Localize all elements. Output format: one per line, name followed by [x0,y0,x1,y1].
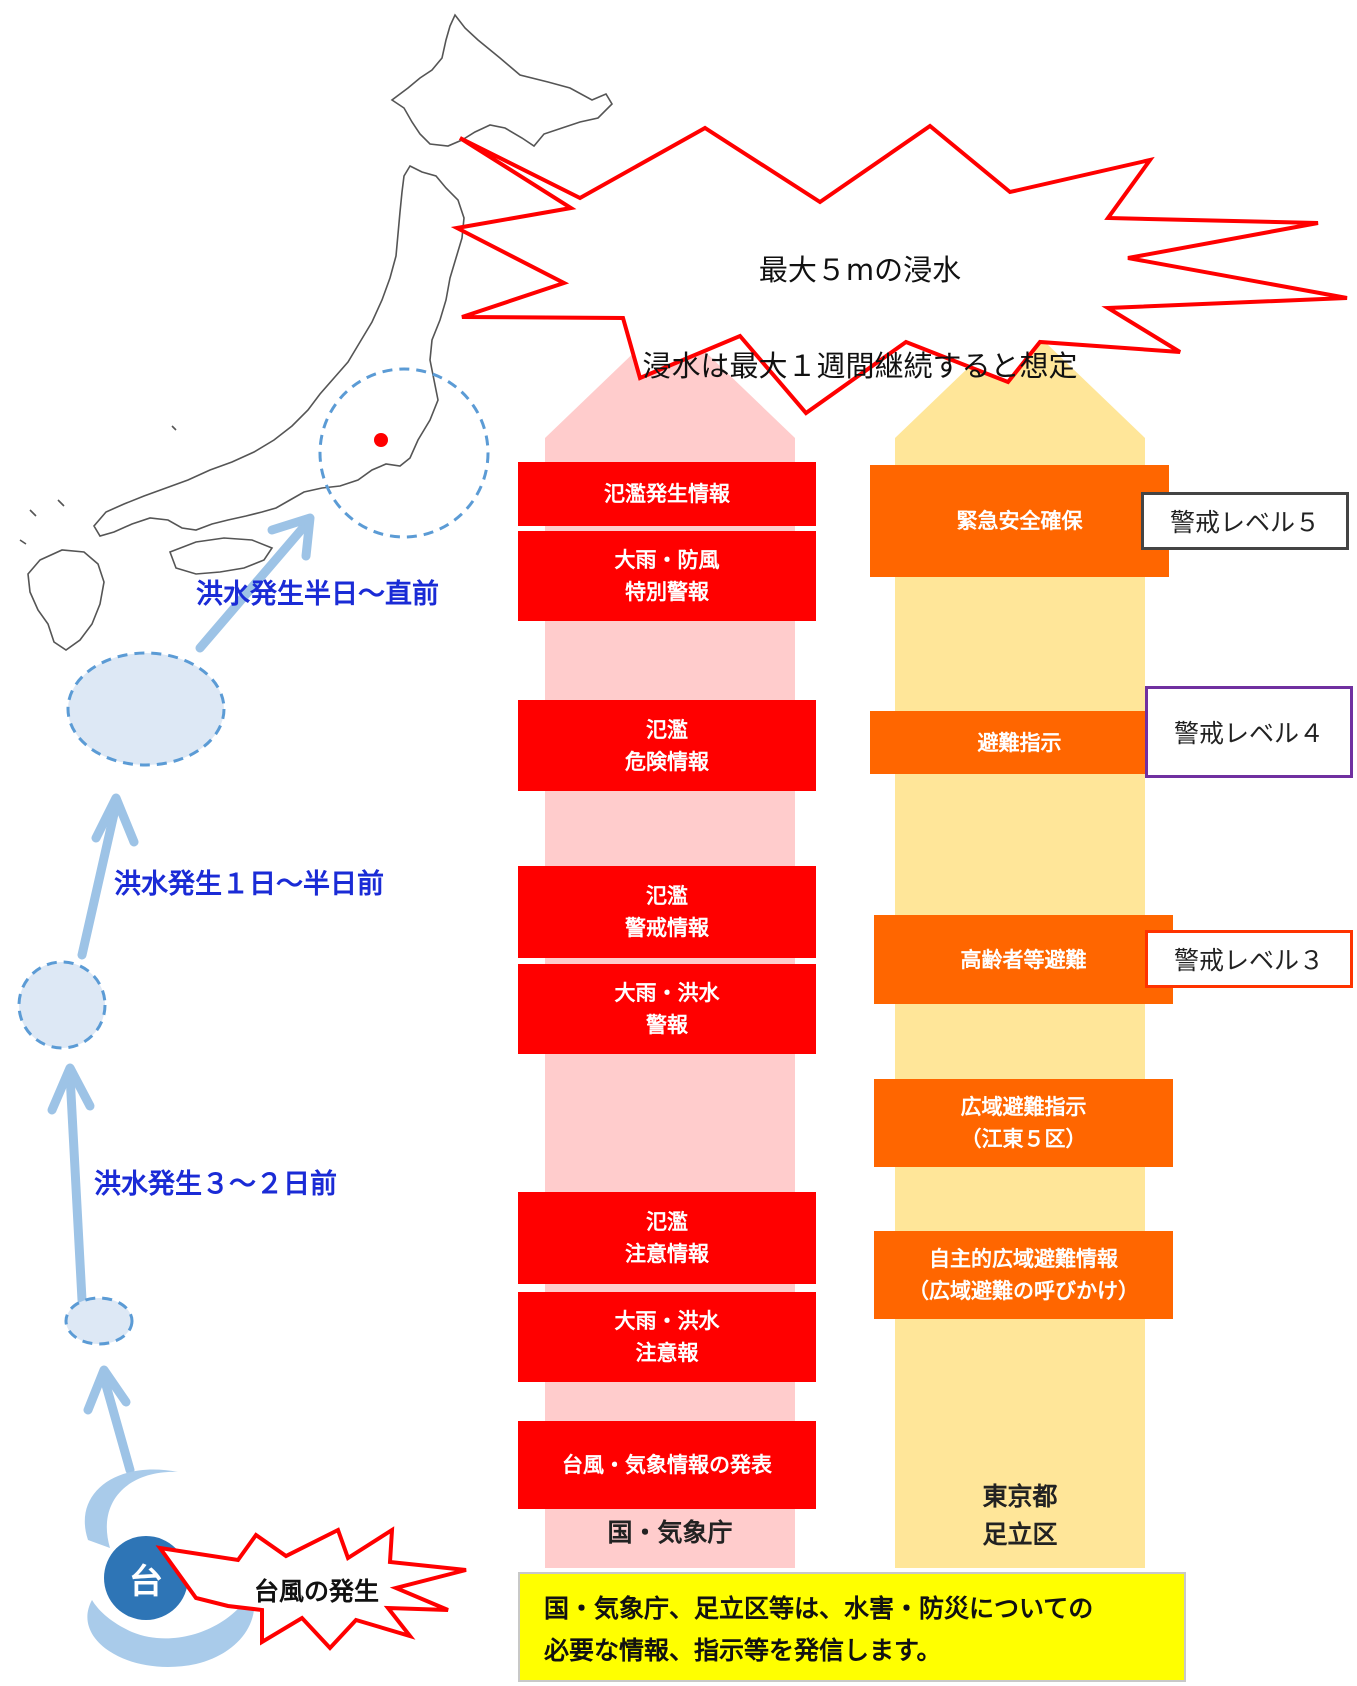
national-column-label: 国・気象庁 [607,1518,733,1547]
typhoon-circle-medium [17,960,107,1050]
national-item-typhoon-info: 台風・気象情報の発表 [518,1421,816,1509]
national-item-special-warning: 大雨・防風 特別警報 [518,531,816,621]
japan-map [19,13,614,651]
national-item-flood-caution-info: 氾濫 注意情報 [518,1192,816,1284]
tokyo-marker [374,433,388,447]
national-item-flood-danger: 氾濫 危険情報 [518,700,816,791]
headline-line1: 最大５mの浸水 [758,253,962,287]
stage-label-one-day: 洪水発生１日～半日前 [114,869,384,900]
national-item-advisory: 大雨・洪水 注意報 [518,1292,816,1382]
honshu-outline [93,164,465,537]
headline-text: 最大５mの浸水 浸水は最大１週間継続すると想定 [600,198,1120,390]
local-item-evacuation-order: 避難指示 [870,711,1169,774]
hokkaido-outline [390,13,614,148]
typhoon-circle-large [66,651,226,767]
headline-starburst [450,123,1348,416]
info-note: 国・気象庁、足立区等は、水害・防災についての 必要な情報、指示等を発信します。 [518,1572,1186,1682]
local-column-label: 東京都 足立区 [982,1482,1058,1549]
typhoon-circle-tokyo [318,367,490,539]
stage-label-half-day: 洪水発生半日～直前 [196,579,439,610]
alert-level-5: 警戒レベル５ [1141,492,1349,550]
local-item-wide-area-order: 広域避難指示 （江東５区） [874,1079,1173,1167]
typhoon-label: 台風の発生 [254,1577,380,1606]
local-item-emergency-safety: 緊急安全確保 [870,465,1169,577]
typhoon-circle-small [64,1296,134,1346]
headline-line2: 浸水は最大１週間継続すると想定 [642,349,1078,383]
kyushu-outline [27,549,105,651]
local-item-voluntary-wide-area: 自主的広域避難情報 （広域避難の呼びかけ） [874,1231,1173,1319]
national-item-flood-alert: 氾濫 警戒情報 [518,866,816,958]
stage-label-three-days: 洪水発生３～２日前 [94,1169,337,1200]
national-item-flood-warning: 大雨・洪水 警報 [518,964,816,1054]
typhoon-icon-char: 台 [129,1562,163,1602]
shikoku-outline [168,537,274,575]
alert-level-3: 警戒レベル３ [1145,930,1353,988]
alert-level-4: 警戒レベル４ [1145,686,1353,778]
typhoon-track [47,513,315,1475]
local-item-elderly-evacuation: 高齢者等避難 [874,915,1173,1004]
national-item-flood-occurrence: 氾濫発生情報 [518,462,816,526]
typhoon-circles [17,367,490,1346]
typhoon-starburst [155,1526,467,1651]
